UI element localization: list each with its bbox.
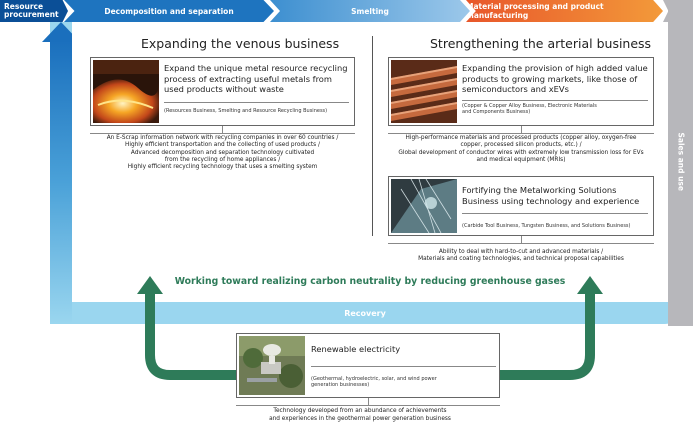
arterial-card-copper-rule	[462, 100, 648, 101]
stage-decomposition-label: Decomposition and separation	[104, 6, 234, 16]
copper-desc-connector	[521, 126, 522, 133]
metalworking-desc-connector	[521, 236, 522, 243]
venous-desc-bar	[90, 133, 355, 134]
left-green-arrow-head	[137, 276, 163, 294]
cutting-tool-image	[391, 179, 457, 233]
venous-card-subtitle: (Resources Business, Smelting and Resour…	[164, 108, 328, 114]
sales-and-use-arrow	[663, 0, 693, 22]
arterial-card-metalworking: Fortifying the Metalworking Solutions Bu…	[388, 176, 654, 236]
sales-and-use-column	[668, 0, 693, 326]
renewable-desc-connector	[368, 398, 369, 405]
stage-procurement: Resource procurement	[0, 0, 68, 22]
venous-card-rule	[164, 102, 349, 103]
arterial-card-metalworking-subtitle: (Carbide Tool Business, Tungsten Busines…	[462, 223, 631, 229]
stage-procurement-label: Resource procurement	[4, 2, 59, 19]
molten-metal-image	[93, 60, 159, 123]
column-divider	[372, 36, 373, 236]
arterial-card-copper: Expanding the provision of high added va…	[388, 57, 654, 126]
arterial-title: Strengthening the arterial business	[430, 36, 652, 51]
right-green-arrow-head	[577, 276, 603, 294]
copper-bars-image	[391, 60, 457, 123]
renewable-card-rule	[311, 366, 496, 367]
renewable-card: Renewable electricity (Geothermal, hydro…	[236, 333, 500, 398]
arterial-card-copper-title: Expanding the provision of high added va…	[462, 63, 648, 94]
renewable-card-title: Renewable electricity	[311, 344, 401, 354]
copper-desc-bar	[388, 133, 654, 134]
renewable-card-subtitle: (Geothermal, hydroelectric, solar, and w…	[311, 376, 437, 389]
left-green-arrow-shaft	[145, 292, 238, 380]
venous-card-title: Expand the unique metal resource recycli…	[164, 63, 348, 94]
carbon-neutrality-heading: Working toward realizing carbon neutrali…	[174, 276, 566, 287]
right-green-arrow-shaft	[482, 292, 595, 380]
venous-card: Expand the unique metal resource recycli…	[90, 57, 355, 126]
arterial-card-metalworking-title: Fortifying the Metalworking Solutions Bu…	[462, 185, 640, 206]
arterial-card-copper-subtitle: (Copper & Copper Alloy Business, Electro…	[462, 103, 597, 116]
stage-smelting-label: Smelting	[351, 6, 389, 16]
renewable-desc-bar	[236, 405, 500, 406]
stage-material-label: Material processing and product manufact…	[466, 2, 604, 20]
metalworking-desc-bar	[388, 243, 654, 244]
metalworking-description: Ability to deal with hard-to-cut and adv…	[418, 249, 624, 263]
venous-description: An E-Scrap information network with recy…	[106, 135, 339, 171]
recovery-loop-left-arm	[50, 40, 72, 324]
arterial-card-metalworking-rule	[462, 213, 648, 214]
venous-title: Expanding the venous business	[141, 36, 340, 51]
stage-material-processing: Material processing and product manufact…	[466, 0, 663, 22]
recovery-label: Recovery	[344, 309, 386, 318]
copper-description: High-performance materials and processed…	[398, 135, 644, 163]
venous-desc-connector	[222, 126, 223, 133]
renewable-description: Technology developed from an abundance o…	[269, 408, 451, 422]
geothermal-plant-image	[239, 336, 305, 395]
stage-decomposition: Decomposition and separation	[64, 0, 274, 22]
stage-smelting: Smelting	[270, 0, 470, 22]
